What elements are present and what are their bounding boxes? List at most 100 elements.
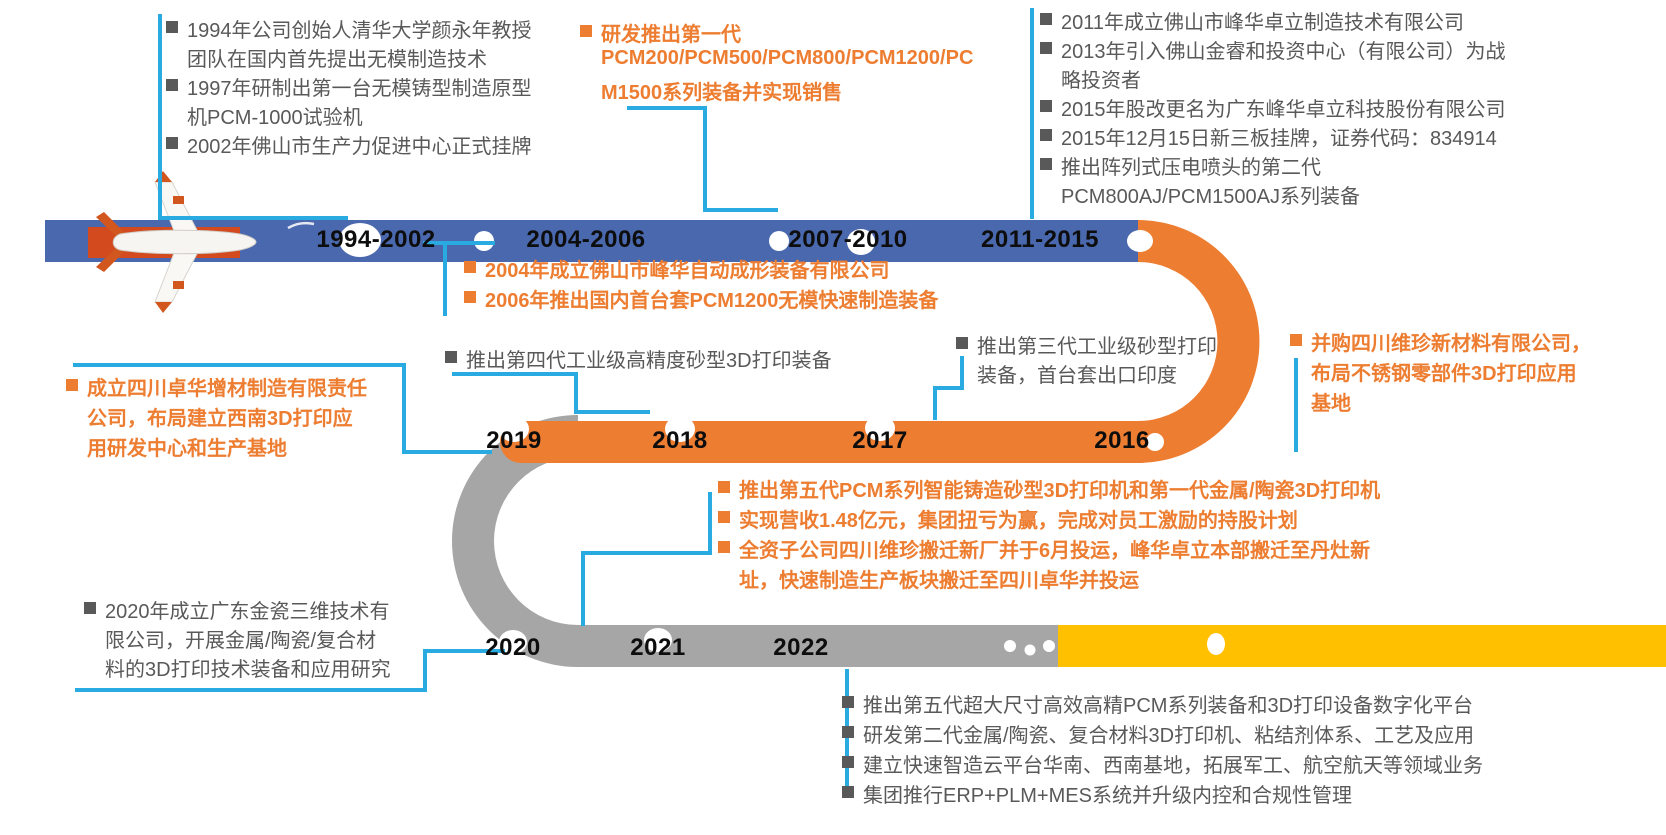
list-item: 研发推出第一代 (580, 18, 973, 47)
text-line: 2020年成立广东金瓷三维技术有 (105, 601, 390, 623)
text-line: 推出第四代工业级高精度砂型3D打印装备 (466, 350, 832, 372)
list-item: M1500系列装备并实现销售 (580, 76, 973, 105)
milestone-dot (865, 415, 895, 441)
list-item: 装备，首台套出口印度 (956, 359, 1217, 388)
text-line: 实现营收1.48亿元，集团扭亏为赢，完成对员工激励的持股计划 (739, 510, 1298, 532)
text-line: 推出第五代PCM系列智能铸造砂型3D打印机和第一代金属/陶瓷3D打印机 (739, 480, 1381, 502)
text-line: 1994年公司创始人清华大学颜永年教授 (187, 20, 532, 42)
text-line: 址，快速制造生产板块搬迁至四川卓华并投运 (739, 570, 1139, 592)
list-item: 建立快速智造云平台华南、西南基地，拓展军工、航空航天等领域业务 (842, 749, 1483, 779)
milestone-dot (769, 231, 789, 251)
text-line: 2011年成立佛山市峰华卓立制造技术有限公司 (1061, 12, 1465, 34)
connector-line (933, 356, 964, 420)
text-line: 基地 (1311, 393, 1351, 415)
connector-line (581, 492, 712, 626)
orange-curve (1138, 220, 1260, 463)
list-item: 1997年研制出第一台无模铸型制造原型 (166, 72, 532, 101)
milestone-dot (1146, 433, 1164, 451)
text-line: 推出阵列式压电喷头的第二代 (1061, 157, 1321, 179)
year-label-2016: 2016 (1094, 427, 1150, 454)
text-line: 并购四川维珍新材料有限公司， (1311, 333, 1591, 355)
text-line: 2015年12月15日新三板挂牌，证券代码：834914 (1061, 128, 1497, 150)
year-label-2004-2006: 2004-2006 (526, 226, 646, 253)
text-line: 公司，布局建立西南3D打印应 (87, 408, 353, 430)
list-item: 略投资者 (1040, 64, 1506, 93)
text-line: 成立四川卓华增材制造有限责任 (87, 378, 367, 400)
text-line: 布局不锈钢零部件3D打印应用 (1311, 363, 1577, 385)
connector-line (73, 363, 492, 454)
list-item: 推出阵列式压电喷头的第二代 (1040, 151, 1506, 180)
text-line: 机PCM-1000试验机 (187, 107, 363, 129)
milestone-dot (1127, 230, 1153, 252)
list-item: 机PCM-1000试验机 (166, 101, 532, 130)
annotation-block-first-gen: 研发推出第一代 PCM200/PCM500/PCM800/PCM1200/PC … (580, 18, 973, 105)
list-item: 2004年成立佛山市峰华自动成形装备有限公司 (464, 254, 938, 284)
year-label-2018: 2018 (652, 427, 708, 454)
milestone-dot (499, 416, 529, 442)
airplane-icon (88, 171, 257, 313)
text-line: 2015年股改更名为广东峰华卓立科技股份有限公司 (1061, 99, 1506, 121)
milestone-dot (644, 628, 672, 652)
list-item: 推出第五代超大尺寸高效高精PCM系列装备和3D打印设备数字化平台 (842, 689, 1483, 719)
text-line: M1500系列装备并实现销售 (601, 82, 843, 104)
annotation-block-2020: 2020年成立广东金瓷三维技术有 限公司，开展金属/陶瓷/复合材 料的3D打印技… (84, 595, 391, 682)
annotation-block-gen3: 推出第三代工业级砂型打印 装备，首台套出口印度 (956, 330, 1217, 388)
annotation-block-2022: 推出第五代超大尺寸高效高精PCM系列装备和3D打印设备数字化平台 研发第二代金属… (842, 689, 1483, 809)
list-item: 成立四川卓华增材制造有限责任 (66, 372, 367, 402)
list-item: 用研发中心和生产基地 (66, 432, 367, 462)
year-label-2022: 2022 (773, 634, 829, 661)
milestone-dot (1207, 633, 1225, 655)
year-label-2011-2015: 2011-2015 (981, 226, 1099, 253)
text-line: 推出第三代工业级砂型打印 (977, 336, 1217, 358)
text-line: 2002年佛山市生产力促进中心正式挂牌 (187, 136, 532, 158)
connector-line (627, 106, 778, 212)
orange-bar (521, 421, 1140, 463)
text-line: 研发推出第一代 (601, 24, 741, 46)
year-label-2019: 2019 (486, 427, 542, 454)
text-line: 研发第二代金属/陶瓷、复合材料3D打印机、粘结剂体系、工艺及应用 (863, 725, 1475, 747)
milestone-dot (499, 630, 527, 654)
list-item: 2006年推出国内首台套PCM1200无模快速制造装备 (464, 284, 938, 314)
year-label-2007-2010: 2007-2010 (788, 226, 908, 253)
list-item: 并购四川维珍新材料有限公司， (1290, 327, 1591, 357)
text-line: 限公司，开展金属/陶瓷/复合材 (105, 630, 377, 652)
text-line: 略投资者 (1061, 70, 1141, 92)
annotation-block-merger: 并购四川维珍新材料有限公司， 布局不锈钢零部件3D打印应用 基地 (1290, 327, 1591, 417)
list-item: 料的3D打印技术装备和应用研究 (84, 653, 391, 682)
list-item: 推出第三代工业级砂型打印 (956, 330, 1217, 359)
list-item: 2002年佛山市生产力促进中心正式挂牌 (166, 130, 532, 159)
text-line: 装备，首台套出口印度 (977, 365, 1177, 387)
connector-line (452, 372, 650, 414)
list-item: 公司，布局建立西南3D打印应 (66, 402, 367, 432)
yellow-bar (1058, 625, 1666, 667)
list-item: 布局不锈钢零部件3D打印应用 (1290, 357, 1591, 387)
milestone-dot (665, 416, 695, 442)
milestone-dot (1024, 644, 1036, 656)
list-item: 集团推行ERP+PLM+MES系统并升级内控和合规性管理 (842, 779, 1483, 809)
text-line: 集团推行ERP+PLM+MES系统并升级内控和合规性管理 (863, 785, 1352, 807)
list-item: 全资子公司四川维珍搬迁新厂并于6月投运，峰华卓立本部搬迁至丹灶新 (718, 534, 1380, 564)
list-item: 1994年公司创始人清华大学颜永年教授 (166, 14, 532, 43)
year-label-1994-2002: 1994-2002 (316, 226, 436, 253)
bar-highlight (287, 221, 315, 230)
year-label-2017: 2017 (852, 427, 908, 454)
list-item: 实现营收1.48亿元，集团扭亏为赢，完成对员工激励的持股计划 (718, 504, 1380, 534)
text-line: 2006年推出国内首台套PCM1200无模快速制造装备 (485, 290, 939, 312)
text-line: 团队在国内首先提出无模制造技术 (187, 49, 487, 71)
milestone-dots (339, 223, 1225, 656)
text-line: 1997年研制出第一台无模铸型制造原型 (187, 78, 532, 100)
list-item: 址，快速制造生产板块搬迁至四川卓华并投运 (718, 564, 1380, 594)
list-item: 推出第五代PCM系列智能铸造砂型3D打印机和第一代金属/陶瓷3D打印机 (718, 474, 1380, 504)
text-line: 全资子公司四川维珍搬迁新厂并于6月投运，峰华卓立本部搬迁至丹灶新 (739, 540, 1371, 562)
list-item: PCM200/PCM500/PCM800/PCM1200/PC (580, 47, 973, 76)
list-item: 2020年成立广东金瓷三维技术有 (84, 595, 391, 624)
list-item: 限公司，开展金属/陶瓷/复合材 (84, 624, 391, 653)
text-line: PCM800AJ/PCM1500AJ系列装备 (1061, 186, 1360, 208)
text-line: 推出第五代超大尺寸高效高精PCM系列装备和3D打印设备数字化平台 (863, 695, 1474, 717)
text-line: 2013年引入佛山金睿和投资中心（有限公司）为战 (1061, 41, 1506, 63)
list-item: 2013年引入佛山金睿和投资中心（有限公司）为战 (1040, 35, 1506, 64)
milestone-dot (1004, 640, 1016, 652)
year-label-2020: 2020 (485, 634, 541, 661)
annotation-block-sichuan: 成立四川卓华增材制造有限责任 公司，布局建立西南3D打印应 用研发中心和生产基地 (66, 372, 367, 462)
